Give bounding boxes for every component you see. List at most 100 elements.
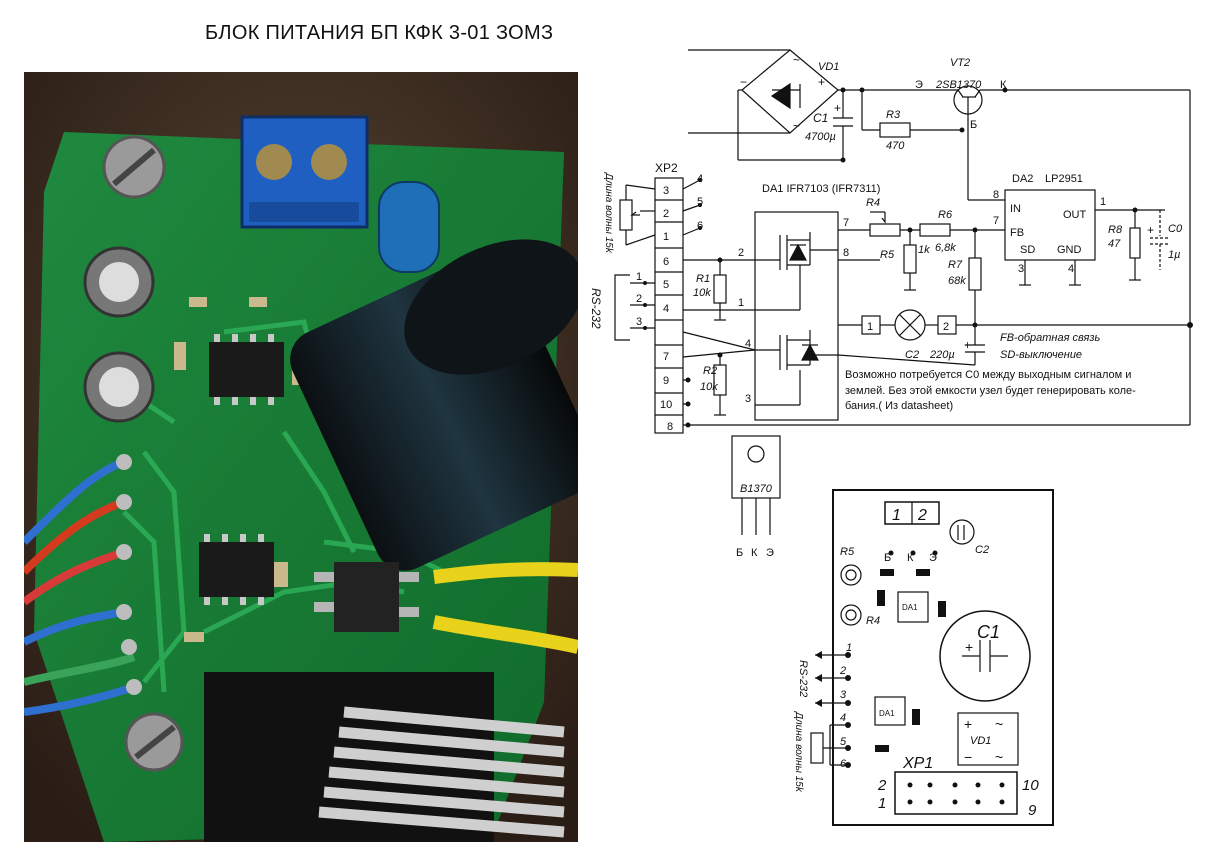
wave-label: Длина волны 15k [603,172,614,254]
svg-text:+: + [1147,223,1154,237]
r2-label: R2 [703,365,717,377]
da2-pin: 1 [1100,196,1106,208]
svg-text:~: ~ [995,749,1003,765]
board-conn-pin: 3 [840,689,847,701]
da1-pin: 8 [843,247,849,259]
xp2-pin: 8 [667,421,673,433]
da2-fb: FB [1010,227,1024,239]
xp2-pin: 6 [663,256,669,268]
da1-pin: 2 [738,247,744,259]
xp2-pin: 7 [663,351,669,363]
r4-label: R4 [866,197,880,209]
board-photo [24,72,578,842]
svg-text:−: − [964,749,972,765]
side-pin: 6 [697,220,703,232]
xp1-right-9: 9 [1028,802,1037,819]
vt2-type: 2SB1370 [935,79,982,91]
b1370-label: B1370 [740,483,773,495]
board-pad-2: 2 [917,507,927,524]
lamp-pin-text: 2 [943,321,949,333]
r3-label: R3 [886,109,901,121]
svg-text:~: ~ [793,53,800,67]
rs-pin: 3 [636,316,642,328]
pkg-pin-e: Э [766,547,774,559]
c1-value: 4700µ [805,131,836,143]
c0-value: 1µ [1168,249,1180,261]
board-pin-e: Э [929,552,937,564]
c2-value: 220µ [929,349,955,361]
rs-pin: 1 [636,271,642,283]
board-da1-2 [874,696,906,726]
fb-note: FB-обратная связь [1000,332,1101,344]
r8-value: 47 [1108,238,1121,250]
board-conn-pin: 1 [846,642,852,654]
r2-value: 10k [700,381,718,393]
svg-text:+: + [965,639,973,655]
board-da1-label-2: DA1 [879,709,895,718]
note-line-2: землей. Без этой емкости узел будет гене… [845,385,1136,397]
board-c1 [939,610,1031,702]
board-pin-k: К [907,552,914,564]
board-r5-label: R5 [840,546,855,558]
da2-in: IN [1010,203,1021,215]
pin-b-label: Б [970,119,977,131]
da2-pin: 8 [993,189,999,201]
da2-label: DA2 [1012,173,1033,185]
r6-value: 6,8k [935,242,956,254]
board-conn-pin: 2 [839,665,846,677]
r5-value: 1k [918,244,930,256]
da2-gnd: GND [1057,244,1082,256]
r7-value: 68k [948,275,966,287]
xp2-pin: 3 [663,185,669,197]
xp1-row-2: 2 [877,777,887,794]
r3-value: 470 [886,140,905,152]
r6-label: R6 [938,209,953,221]
svg-text:+: + [964,716,972,732]
da2-type: LP2951 [1045,173,1083,185]
pin-e-label: Э [915,79,923,91]
board-outline [832,489,1054,826]
xp2-pin: 5 [663,279,669,291]
da1-box [754,211,839,421]
r7-label: R7 [948,259,963,271]
board-conn-pin: 4 [840,712,846,724]
board-c1-label: C1 [977,622,1000,642]
pin-k-label: К [1000,79,1007,91]
board-xp1 [894,771,1018,815]
da1-label: DA1 IFR7103 (IFR7311) [762,183,880,195]
da2-pin: 4 [1068,263,1074,275]
big-capacitor [290,239,578,571]
board-conn-pin: 6 [840,758,847,770]
da1-pin: 3 [745,393,751,405]
lamp-pin-text: 1 [867,321,873,333]
board-rs232: RS-232 [797,660,809,697]
svg-text:+: + [834,101,841,115]
r8-label: R8 [1108,224,1123,236]
xp2-pin: 1 [663,231,669,243]
svg-text:+: + [964,338,971,352]
board-pin-b: Б [884,552,891,564]
da2-pin: 3 [1018,263,1024,275]
board-da1-label: DA1 [902,603,918,612]
pkg-pin-k: К [751,547,758,559]
board-xp1-label: XP1 [902,755,933,772]
xp1-row-1: 1 [878,795,886,812]
svg-text:~: ~ [793,119,800,133]
board-conn-pin: 5 [840,736,847,748]
board-vd1 [957,712,1019,766]
ic-da1 [209,342,284,397]
board-pad-1: 1 [892,507,901,524]
board-wave-label: Длина волны 15k [793,711,804,793]
board-vd1-label: VD1 [970,735,991,747]
c2-label: C2 [905,349,919,361]
page-title: БЛОК ПИТАНИЯ БП КФК 3-01 ЗОМЗ [205,22,554,44]
pkg-pin-b: Б [736,547,743,559]
note-line-1: Возможно потребуется С0 между выходным с… [845,369,1131,381]
da2-pin: 7 [993,215,999,227]
board-c2-label: C2 [975,544,989,556]
small-capacitor [378,181,440,273]
ic-da2 [199,542,274,597]
vt2-label: VT2 [950,57,970,69]
svg-text:~: ~ [995,716,1003,732]
da1-pin: 1 [738,297,744,309]
